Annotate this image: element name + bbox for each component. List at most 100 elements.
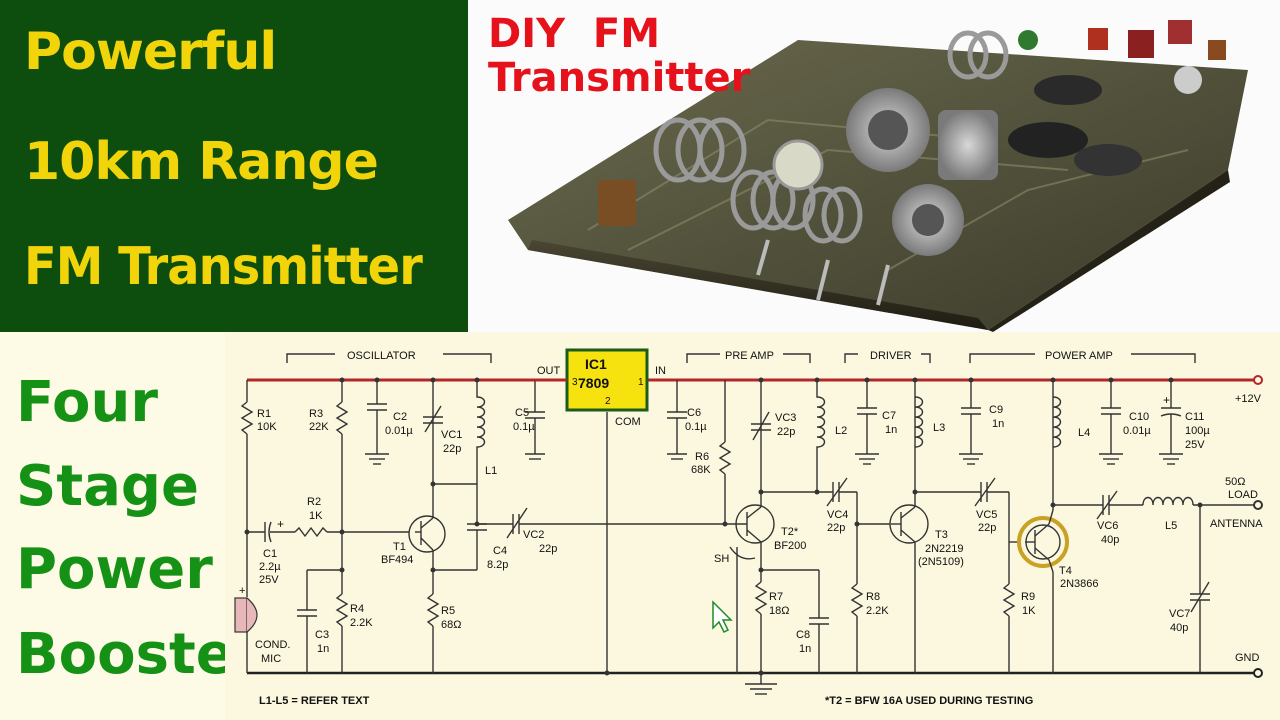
c4-value: 8.2p [487, 559, 508, 571]
condenser-mic [234, 597, 248, 633]
t3-alt-part: (2N5109) [918, 556, 964, 568]
mic-label-1: COND. [255, 639, 290, 651]
photo-panel: DIY FM Transmitter [468, 0, 1280, 332]
trimmer-capacitor [598, 180, 636, 226]
r6-value: 68K [691, 464, 711, 476]
vc5-name: VC5 [976, 509, 997, 521]
c2-value: 0.01µ [385, 425, 413, 437]
ic1-out-label: OUT [537, 365, 561, 377]
ground-terminal [1253, 668, 1263, 678]
vc3-value: 22p [777, 426, 795, 438]
vc1-name: VC1 [441, 429, 462, 441]
c8-value: 1n [799, 643, 811, 655]
heatsink-group [846, 88, 998, 256]
antenna-load-ohm: 50Ω [1225, 476, 1245, 488]
c2-name: C2 [393, 411, 407, 423]
ic1-pin-com: 2 [605, 396, 611, 407]
r7-name: R7 [769, 591, 783, 603]
ic1-part: 7809 [578, 375, 609, 391]
stage-word-booster: Booster [16, 622, 262, 687]
title-line-1: Powerful [24, 22, 277, 82]
c10-value: 0.01µ [1123, 425, 1151, 437]
supply-label: +12V [1235, 393, 1262, 405]
l4-label: L4 [1078, 427, 1090, 439]
c11-voltage: 25V [1185, 439, 1205, 451]
c7-value: 1n [885, 424, 897, 436]
vc6-value: 40p [1101, 534, 1119, 546]
supply-terminal [1253, 375, 1263, 385]
l1-label: L1 [485, 465, 497, 477]
c4-name: C4 [493, 545, 507, 557]
t1-name: T1 [393, 541, 406, 553]
c11-name: C11 [1185, 411, 1204, 423]
r4-value: 2.2K [350, 617, 373, 629]
c1-value: 2.2µ [259, 561, 281, 573]
t3-name: T3 [935, 529, 948, 541]
r5-name: R5 [441, 605, 455, 617]
r8-name: R8 [866, 591, 880, 603]
c9-value: 1n [992, 418, 1004, 430]
stage-panel: Four Stage Power Booster [0, 332, 261, 720]
r7-value: 18Ω [769, 605, 789, 617]
c1-voltage: 25V [259, 574, 279, 586]
section-pre-amp: PRE AMP [725, 350, 774, 362]
r3-value: 22K [309, 421, 329, 433]
schematic-diagram: OSCILLATOR PRE AMP DRIVER POWER AMP IC1 … [225, 332, 1280, 720]
r1-name: R1 [257, 408, 271, 420]
c1-name: C1 [263, 548, 277, 560]
mic-polarity: + [239, 585, 245, 597]
section-power-amp: POWER AMP [1045, 350, 1113, 362]
stage-word-stage: Stage [16, 454, 199, 519]
t3-part: 2N2219 [925, 543, 964, 555]
stage-word-power: Power [16, 537, 213, 602]
r9-value: 1K [1022, 605, 1036, 617]
r3-name: R3 [309, 408, 323, 420]
c5-name: C5 [515, 407, 529, 419]
r4-name: R4 [350, 603, 364, 615]
pcb-photo [508, 20, 1248, 332]
c1-polarity: + [277, 517, 284, 531]
section-driver: DRIVER [870, 350, 912, 362]
t4-name: T4 [1059, 565, 1072, 577]
mic-label-2: MIC [261, 653, 281, 665]
title-panel: Powerful 10km Range FM Transmitter [0, 0, 468, 332]
ic1-com-label: COM [615, 416, 641, 428]
r6-name: R6 [695, 451, 709, 463]
c7-name: C7 [882, 410, 896, 422]
vc2-value: 22p [539, 543, 557, 555]
t2-note: *T2 = BFW 16A USED DURING TESTING [825, 695, 1033, 707]
vc6-name: VC6 [1097, 520, 1118, 532]
inductor-note: L1-L5 = REFER TEXT [259, 695, 370, 707]
t2-name: T2* [781, 526, 799, 538]
ic1-name: IC1 [585, 356, 607, 372]
c3-name: C3 [315, 629, 329, 641]
antenna-load: LOAD [1228, 489, 1258, 501]
diy-fm-transmitter-title: DIY FM Transmitter [488, 11, 751, 101]
section-oscillator: OSCILLATOR [347, 350, 416, 362]
r2-name: R2 [307, 496, 321, 508]
c10-name: C10 [1129, 411, 1149, 423]
title-line-3: FM Transmitter [24, 237, 423, 297]
mouse-cursor-icon [712, 600, 733, 634]
c8-name: C8 [796, 629, 810, 641]
stage-word-four: Four [16, 370, 158, 435]
c3-value: 1n [317, 643, 329, 655]
c6-value: 0.1µ [685, 421, 707, 433]
antenna-terminal [1253, 500, 1263, 510]
c11-value: 100µ [1185, 425, 1210, 437]
c6-name: C6 [687, 407, 701, 419]
l5-label: L5 [1165, 520, 1177, 532]
c5-value: 0.1µ [513, 421, 535, 433]
vc4-name: VC4 [827, 509, 848, 521]
vc4-value: 22p [827, 522, 845, 534]
r9-name: R9 [1021, 591, 1035, 603]
shield-label: SH [714, 553, 729, 565]
c11-polarity: + [1163, 393, 1170, 407]
circuit-board [508, 40, 1248, 330]
vc7-value: 40p [1170, 622, 1188, 634]
l2-label: L2 [835, 425, 847, 437]
vc7-name: VC7 [1169, 608, 1190, 620]
c9-name: C9 [989, 404, 1003, 416]
r5-value: 68Ω [441, 619, 461, 631]
ic1-pin-in: 1 [638, 377, 644, 388]
